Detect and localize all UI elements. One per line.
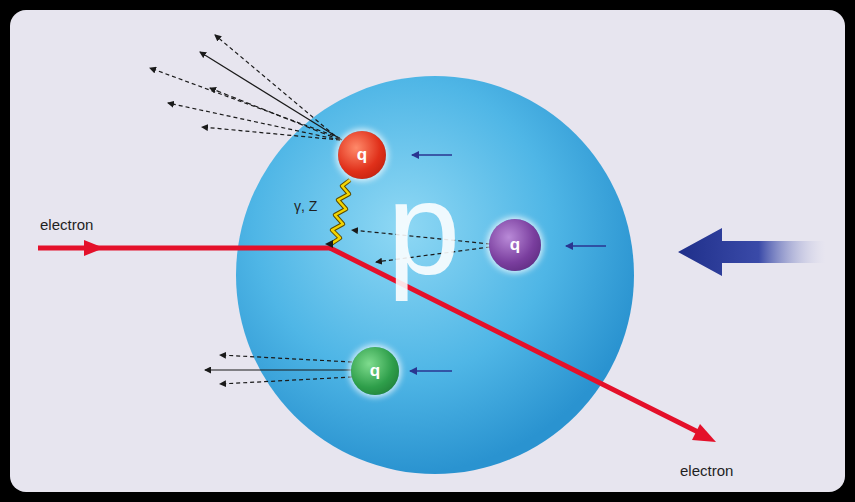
quark-circle: q <box>351 347 399 395</box>
quark-circle: q <box>338 131 386 179</box>
electron-in <box>38 246 332 251</box>
arrowhead <box>84 240 104 256</box>
particle-label: electron <box>40 216 93 233</box>
proton-circle: pqqq <box>235 75 635 475</box>
quark-letter: q <box>357 145 367 165</box>
arrowhead <box>692 424 716 442</box>
beam-arrow <box>678 228 825 276</box>
quark-circle: q <box>489 219 541 271</box>
particle-label: electron <box>680 462 733 479</box>
panel <box>10 10 845 492</box>
quark-letter: q <box>370 361 380 381</box>
boson-label: γ, Z <box>294 198 317 214</box>
proton-letter: p <box>387 163 460 295</box>
quark-letter: q <box>510 235 520 255</box>
